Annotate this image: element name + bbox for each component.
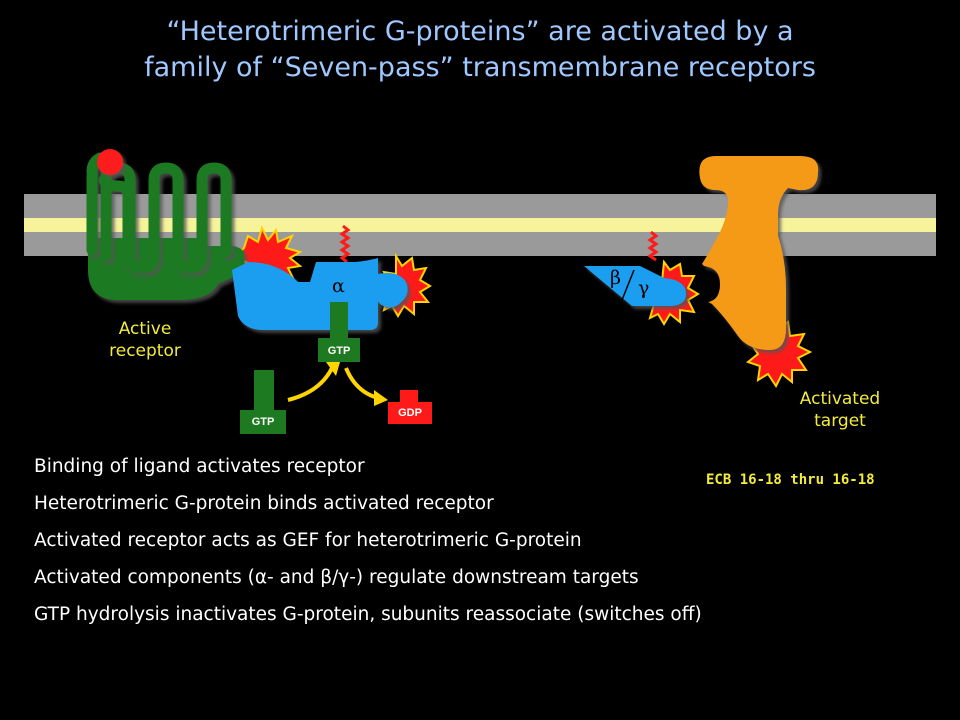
alpha-lipid-anchor — [339, 224, 351, 264]
beta-gamma-subunit — [584, 230, 700, 326]
activated-target-label-line1: Activated — [799, 389, 881, 409]
title-line-1: “Heterotrimeric G-proteins” are activate… — [166, 16, 794, 47]
gdp-label: GDP — [398, 407, 422, 419]
target-effector — [699, 156, 819, 388]
gamma-lipid-anchor — [647, 230, 659, 262]
beta-symbol: β — [610, 267, 621, 289]
gtp-free-box — [240, 410, 286, 434]
summary-item: Activated receptor acts as GEF for heter… — [34, 530, 582, 551]
gtp-exchange — [240, 362, 432, 434]
receptor-transmembrane-loops — [86, 152, 232, 274]
title-line-2: family of “Seven-pass” transmembrane rec… — [144, 52, 816, 83]
summary-item: GTP hydrolysis inactivates G-protein, su… — [34, 604, 702, 625]
slide-title: “Heterotrimeric G-proteins” are activate… — [0, 14, 960, 86]
activated-target-label: Activated target — [780, 388, 900, 432]
gtp-free-label: GTP — [251, 416, 275, 428]
summary-list: Binding of ligand activates receptor Het… — [34, 452, 954, 637]
activated-target-label-line2: target — [814, 411, 866, 431]
summary-item: Binding of ligand activates receptor — [34, 456, 365, 477]
active-receptor-label: Active receptor — [90, 318, 200, 362]
exchange-arrow-in — [287, 367, 334, 402]
alpha-body — [232, 258, 408, 330]
summary-item: Heterotrimeric G-protein binds activated… — [34, 493, 494, 514]
active-receptor-label-line2: receptor — [109, 341, 181, 361]
gtp-bound-stem — [330, 302, 348, 342]
target-activation-star — [745, 315, 813, 388]
alpha-subunit — [232, 224, 432, 362]
alpha-symbol: α — [332, 275, 345, 297]
gamma-symbol: γ — [638, 277, 650, 299]
summary-item: Activated components (α- and β/γ-) regul… — [34, 567, 639, 588]
gtp-free-stem — [254, 370, 274, 412]
active-receptor-label-line1: Active — [118, 319, 172, 339]
target-body — [699, 156, 819, 350]
reference-citation: ECB 16-18 thru 16-18 — [706, 472, 875, 488]
exchange-arrow-out — [344, 367, 379, 400]
gdp-box — [388, 402, 432, 424]
beta-gamma-body — [584, 266, 686, 306]
gtp-bound-label: GTP — [327, 345, 351, 357]
gtp-bound-box — [318, 338, 360, 362]
ligand-icon — [97, 149, 123, 175]
